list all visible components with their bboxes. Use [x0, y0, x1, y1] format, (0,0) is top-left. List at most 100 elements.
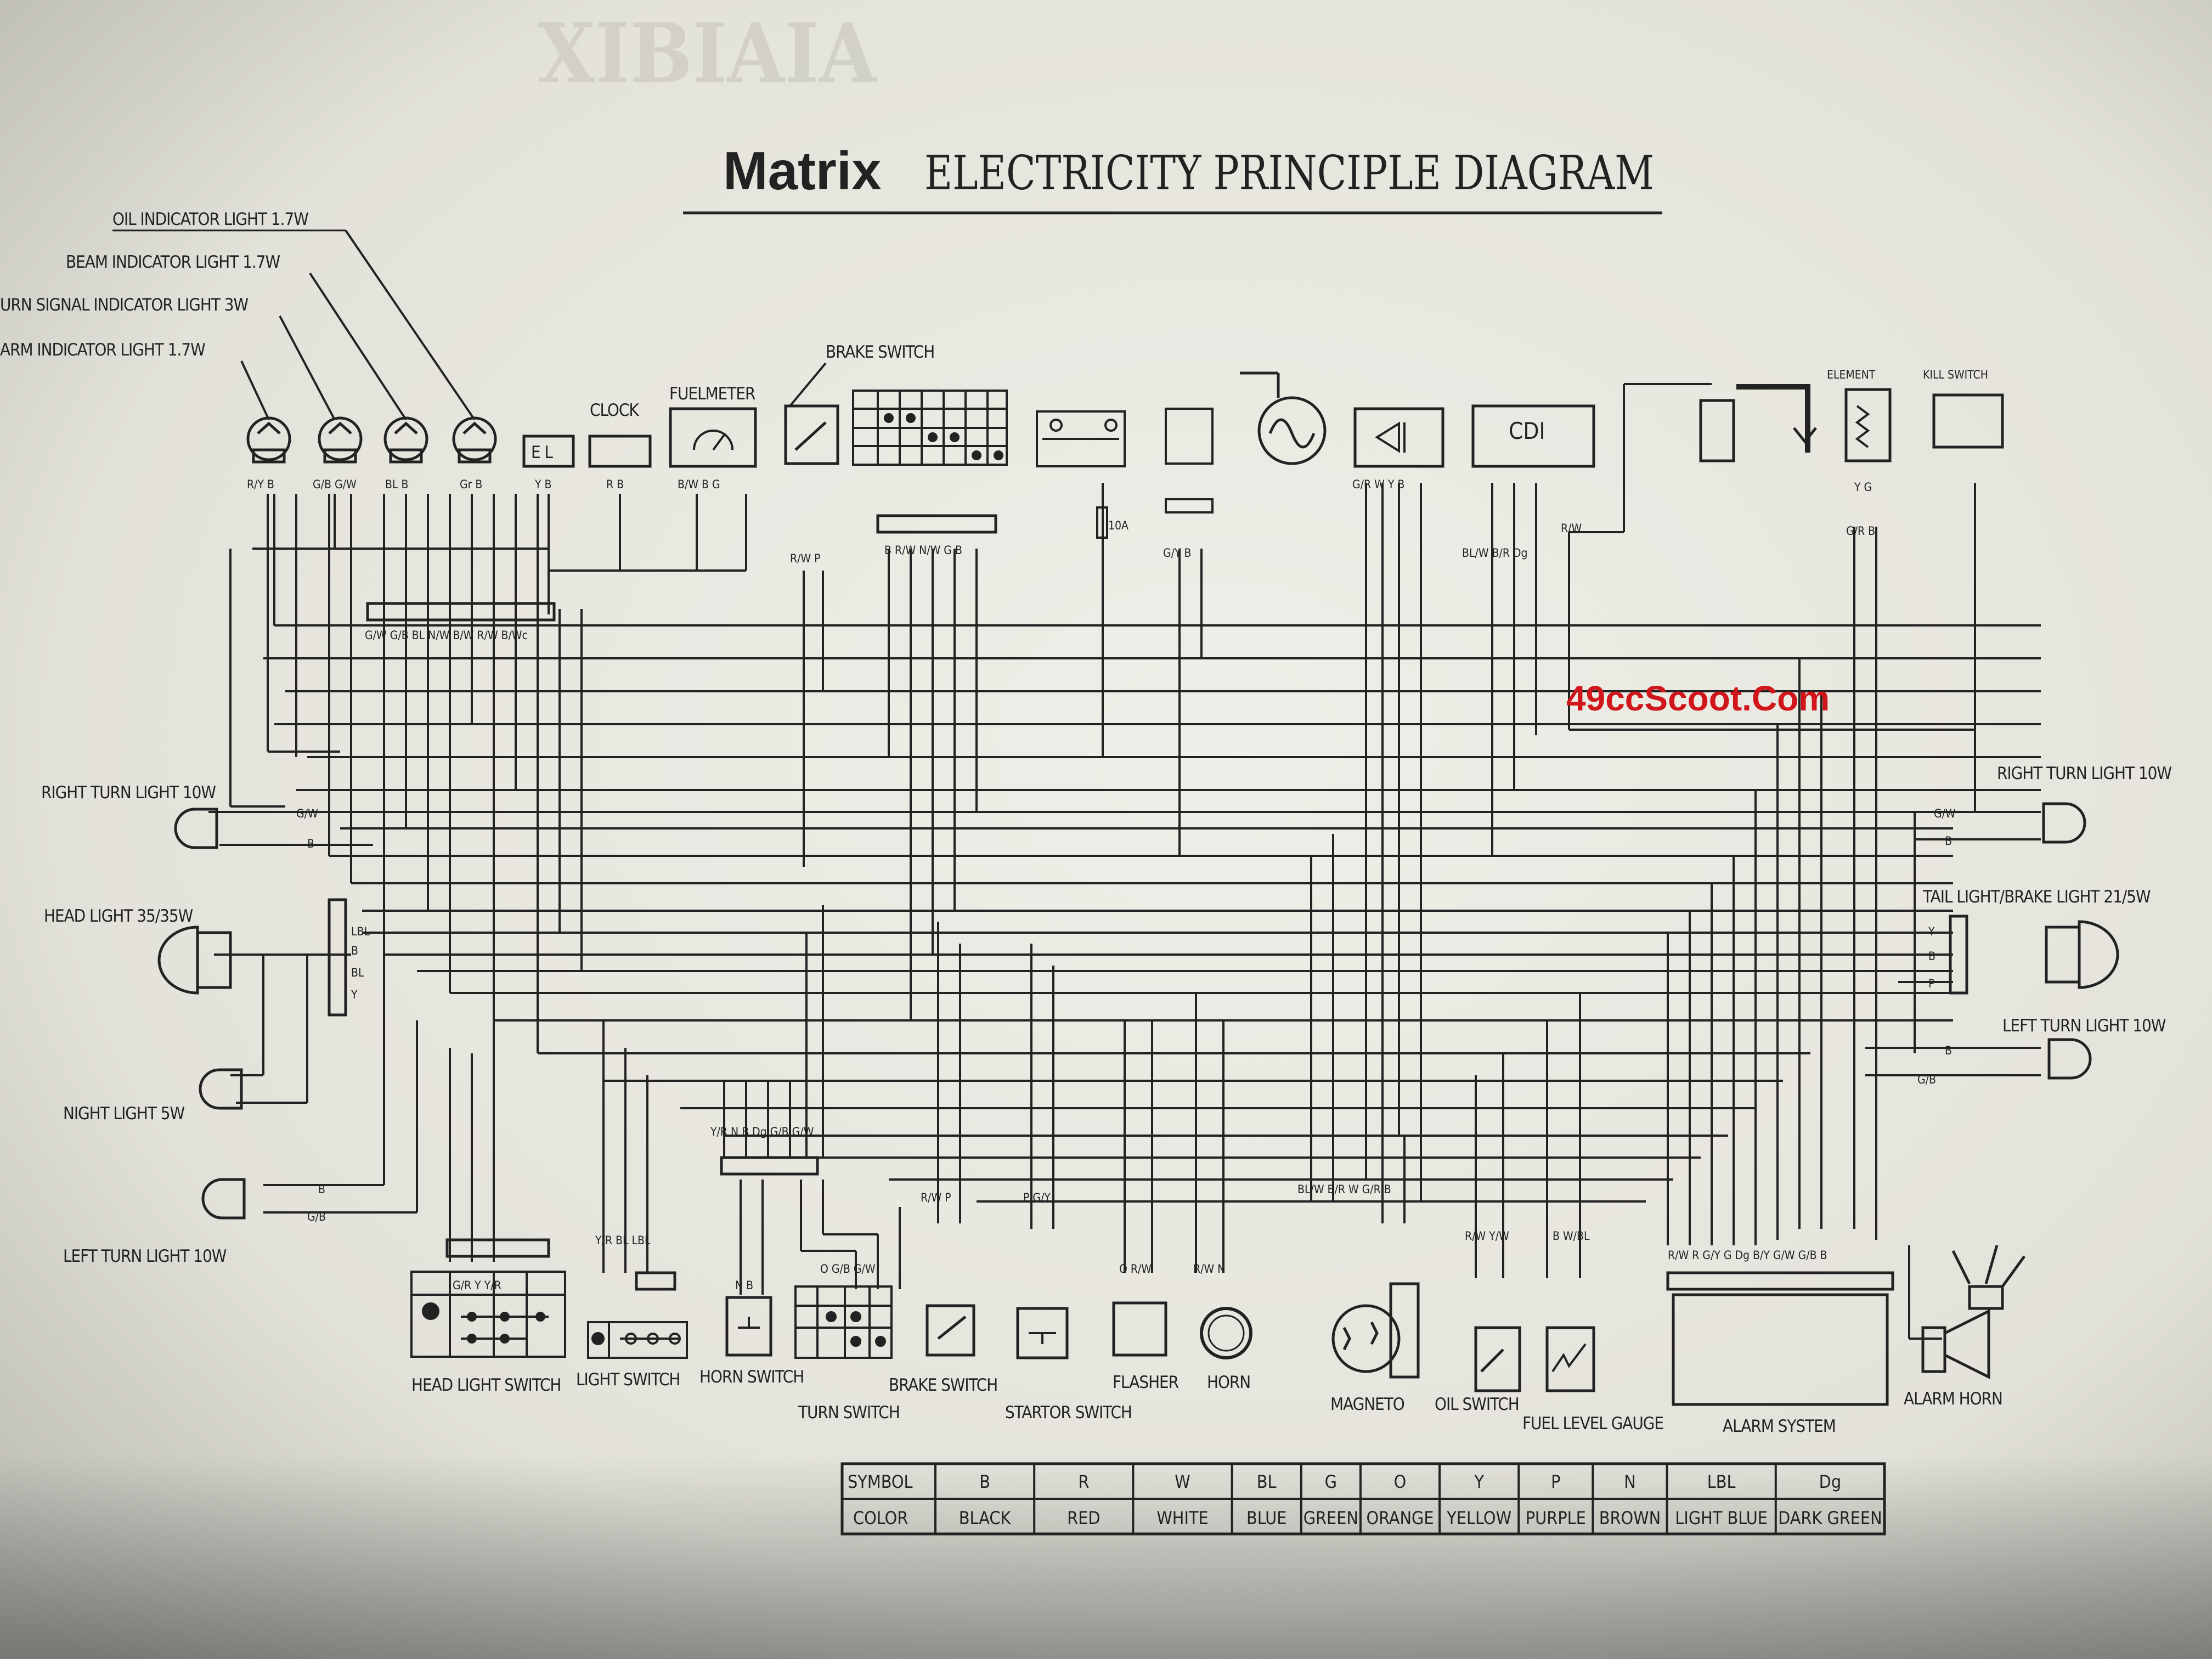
oil-indicator-label-group: OIL INDICATOR LIGHT 1.7W BEAM INDICATOR …	[0, 210, 476, 421]
lamp-pins-2: G/B G/W	[313, 478, 357, 491]
el-box	[522, 435, 575, 468]
alarm-horn-label: ALARM HORN	[1904, 1389, 2002, 1409]
hls-header: G/R Y Y/R	[453, 1279, 501, 1292]
beam-indicator-bulb	[383, 416, 428, 464]
tl-p: P	[1928, 977, 1934, 990]
indicator-lamps	[246, 416, 497, 464]
faded-header: XIBIAIA	[538, 5, 878, 102]
ls-connector	[635, 1271, 676, 1291]
gauge-icon	[693, 430, 733, 451]
ignition-connector	[876, 514, 997, 534]
el-label: E L	[531, 443, 553, 462]
legend-color: YELLOW	[1446, 1508, 1511, 1528]
start-sw-pins: P G/Y	[1023, 1191, 1051, 1204]
legend-color-header: COLOR	[853, 1508, 908, 1528]
leader-line	[279, 315, 336, 420]
turn-indicator-bulb	[318, 416, 363, 464]
left-turn-light-right-label: LEFT TURN LIGHT 10W	[2002, 1016, 2166, 1036]
legend-color: BLACK	[959, 1508, 1012, 1528]
turn-switch-label: TURN SWITCH	[798, 1403, 900, 1423]
head-light-bulb	[157, 898, 347, 1017]
tail-light-label: TAIL LIGHT/BRAKE LIGHT 21/5W	[1922, 887, 2151, 907]
flasher-box	[1112, 1301, 1167, 1357]
rt-left-gw: G/W	[296, 807, 318, 820]
oil-indicator-bulb	[452, 416, 497, 464]
alarm-indicator-label: ARM INDICATOR LIGHT 1.7W	[0, 340, 205, 360]
light-switch-label: LIGHT SWITCH	[576, 1370, 680, 1390]
legend-symbol-header: SYMBOL	[848, 1471, 913, 1492]
left-turn-light-right-bulb	[2047, 1038, 2092, 1080]
flasher-pins: O R/W	[1119, 1262, 1152, 1276]
ignition-coil	[1699, 384, 1817, 462]
brake-switch-box	[926, 1304, 975, 1357]
lamp-pins-4: Gr B	[460, 478, 482, 491]
kill-pins: G/R B	[1846, 524, 1875, 538]
night-light-label: NIGHT LIGHT 5W	[63, 1104, 185, 1124]
leader-line	[309, 272, 407, 421]
legend-color: GREEN	[1304, 1508, 1358, 1528]
light-switch	[587, 1321, 688, 1359]
cdi-label: CDI	[1509, 417, 1545, 444]
oil-switch-label: OIL SWITCH	[1435, 1395, 1519, 1414]
horn-sw-pins: N B	[735, 1279, 753, 1292]
left-turn-light-left-bulb	[201, 1178, 246, 1220]
hl-lbl: LBL	[351, 925, 370, 938]
legend-symbol: W	[1175, 1471, 1190, 1492]
main-connector-pins: G/W G/B BL N/W B/W R/W B/Wc	[365, 629, 528, 642]
head-light-switch-label: HEAD LIGHT SWITCH	[411, 1375, 561, 1395]
watermark: 49ccScoot.Com	[1566, 679, 1830, 718]
startor-switch-label: STARTOR SWITCH	[1005, 1403, 1132, 1423]
startor-switch-box	[1016, 1307, 1069, 1359]
tail-light-bulb	[1949, 915, 2119, 995]
fuel-g-pins: B W/BL	[1553, 1229, 1590, 1243]
brake-switch-label: BRAKE SWITCH	[889, 1375, 997, 1395]
rt-right-b: B	[1945, 834, 1952, 848]
lamp-pins-1: R/Y B	[247, 478, 274, 491]
hl-b: B	[351, 944, 358, 957]
magneto-pins: BL/W B/R W G/R B	[1297, 1183, 1391, 1196]
left-turn-light-left-label: LEFT TURN LIGHT 10W	[63, 1246, 227, 1266]
element-box	[1844, 388, 1892, 462]
legend-color: DARK GREEN	[1778, 1508, 1882, 1528]
element-pins: Y G	[1854, 481, 1872, 494]
tl-b: B	[1928, 950, 1936, 963]
turn-sw-pins: O G/B G/W	[820, 1262, 876, 1276]
starter-motor	[1240, 371, 1327, 465]
legend-color: BLUE	[1246, 1508, 1286, 1528]
cdi-box	[1471, 404, 1595, 468]
title-brand: Matrix	[723, 140, 882, 201]
magneto	[1331, 1282, 1420, 1379]
kill-switch-box	[1932, 393, 2004, 449]
turn-switch-connector	[720, 1156, 819, 1176]
magneto-label: MAGNETO	[1330, 1395, 1404, 1414]
legend-symbol: R	[1078, 1471, 1089, 1492]
alarm-horn-icon	[1921, 1245, 2026, 1380]
hls-connector	[445, 1238, 550, 1258]
lamp-pins-3: BL B	[385, 478, 408, 491]
alarm-connector	[1666, 1271, 1894, 1291]
element-label: ELEMENT	[1827, 368, 1876, 381]
turn-signal-indicator-label: URN SIGNAL INDICATOR LIGHT 3W	[0, 295, 248, 315]
lt-right-gb: G/B	[1917, 1073, 1936, 1086]
fuel-meter-pins: B/W B G	[678, 478, 720, 491]
legend-symbol: Dg	[1819, 1471, 1841, 1492]
diode-icon	[1375, 421, 1406, 453]
start-relay	[1036, 410, 1126, 467]
title-rest: ELECTRICITY PRINCIPLE DIAGRAM	[924, 146, 1654, 201]
legend-symbol: G	[1325, 1471, 1337, 1492]
flasher-label: FLASHER	[1113, 1373, 1179, 1392]
lt-left-gb: G/B	[307, 1210, 326, 1223]
start-relay-pins: G/Y B	[1163, 546, 1192, 560]
lt-right-b: B	[1945, 1044, 1952, 1057]
alarm-system-box	[1672, 1293, 1889, 1406]
ignition-pins: B R/W N/W G B	[884, 544, 962, 557]
turn-switch	[794, 1285, 893, 1359]
lt-left-b: B	[318, 1183, 325, 1196]
right-turn-light-left-bulb	[174, 808, 218, 849]
alarm-indicator-bulb	[246, 416, 291, 464]
oil-sw-pins: R/W Y/W	[1465, 1229, 1509, 1243]
legend-symbol: N	[1624, 1471, 1636, 1492]
fuel-level-gauge-label: FUEL LEVEL GAUGE	[1522, 1414, 1663, 1434]
brake-sw-pins: R/W P	[921, 1191, 951, 1204]
horn-switch-label: HORN SWITCH	[699, 1367, 804, 1387]
